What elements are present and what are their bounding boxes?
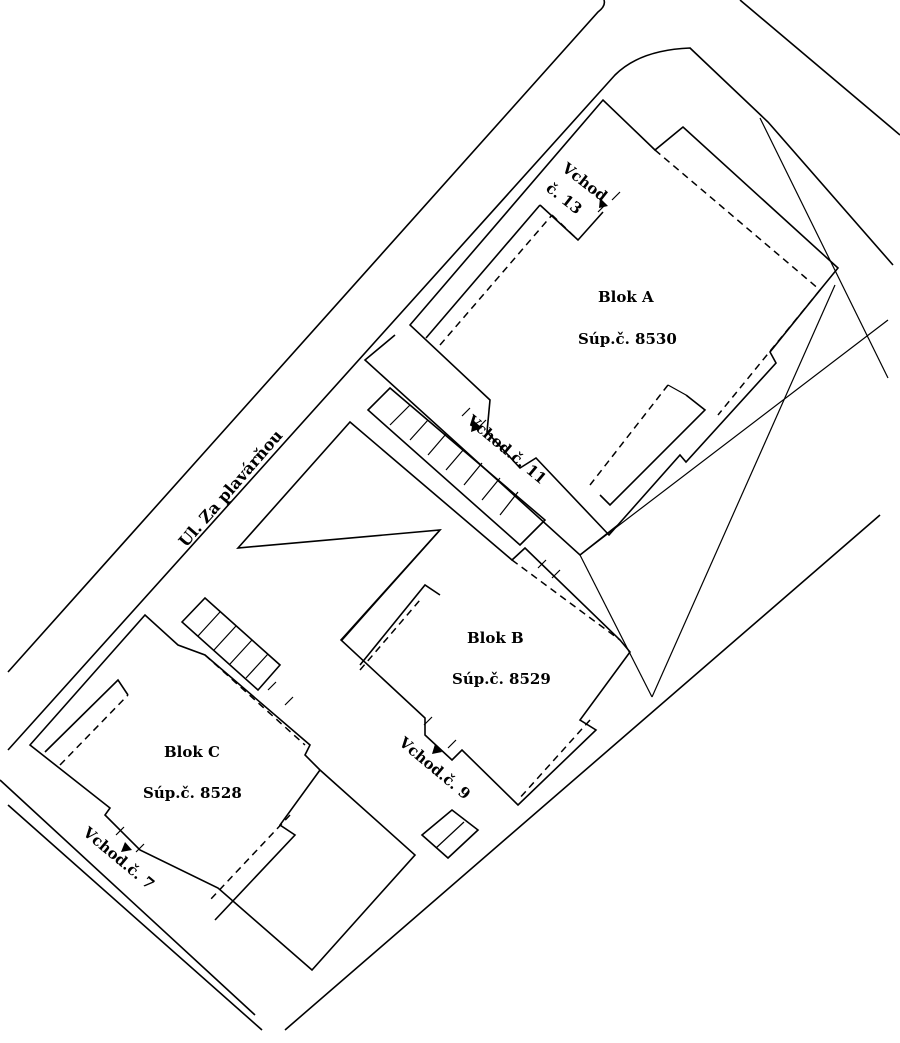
street-line-south [7, 804, 263, 1031]
block-c-outline [28, 613, 417, 972]
small-stairs-tread [435, 821, 465, 849]
street-line-east [284, 514, 881, 1031]
entrance-arrow-7 [121, 842, 132, 852]
block-b-name: Blok B [467, 629, 524, 647]
stairs-c-outline [180, 596, 282, 692]
parcel-line-diagonal [759, 117, 889, 379]
block-c-dashed-inner [59, 654, 306, 901]
parcel-line-ab [579, 554, 653, 698]
block-a-wall [425, 204, 541, 339]
street-line-south-2 [0, 779, 256, 1016]
block-b-dashed-inner [359, 559, 621, 801]
small-stairs-outline [420, 808, 480, 860]
entrance-arrow-13 [599, 198, 608, 208]
block-b-inner-wall [341, 529, 441, 666]
street-line-northeast [739, 0, 900, 136]
street-name: Ul. Za plavárňou [175, 426, 287, 551]
parcel-line-east [579, 319, 889, 556]
block-a-outline [408, 98, 840, 537]
block-c-number: Súp.č. 8528 [143, 784, 242, 802]
entrance-arrow-11 [471, 420, 482, 432]
block-b-outline [236, 420, 632, 807]
stairs-ab-outline [366, 386, 547, 547]
entrance-11-label: Vchod.č. 11 [463, 411, 550, 488]
block-a-balcony-2 [667, 384, 687, 396]
entrance-ticks [115, 191, 621, 853]
stairs-c [180, 596, 282, 692]
street-line-west-inner [7, 47, 894, 751]
block-a [363, 98, 840, 557]
small-stairs [420, 808, 480, 860]
block-a-name: Blok A [598, 288, 654, 306]
block-b [236, 420, 632, 807]
block-a-entrance-notch [539, 204, 604, 242]
block-c-name: Blok C [164, 743, 220, 761]
stairs-ab [366, 386, 547, 547]
entrance-markers [115, 191, 621, 853]
stairs-c-treads [197, 611, 269, 679]
block-a-balcony [599, 394, 707, 507]
block-c-inner-wall [44, 678, 321, 921]
block-c [28, 613, 417, 972]
stairs-ab-treads [389, 404, 519, 516]
street-line-west [7, 0, 606, 673]
parcel-line-diagonal-2 [651, 284, 836, 698]
block-a-number: Súp.č. 8530 [578, 330, 677, 348]
block-b-number: Súp.č. 8529 [452, 670, 551, 688]
entrance-arrow-9 [432, 744, 442, 754]
